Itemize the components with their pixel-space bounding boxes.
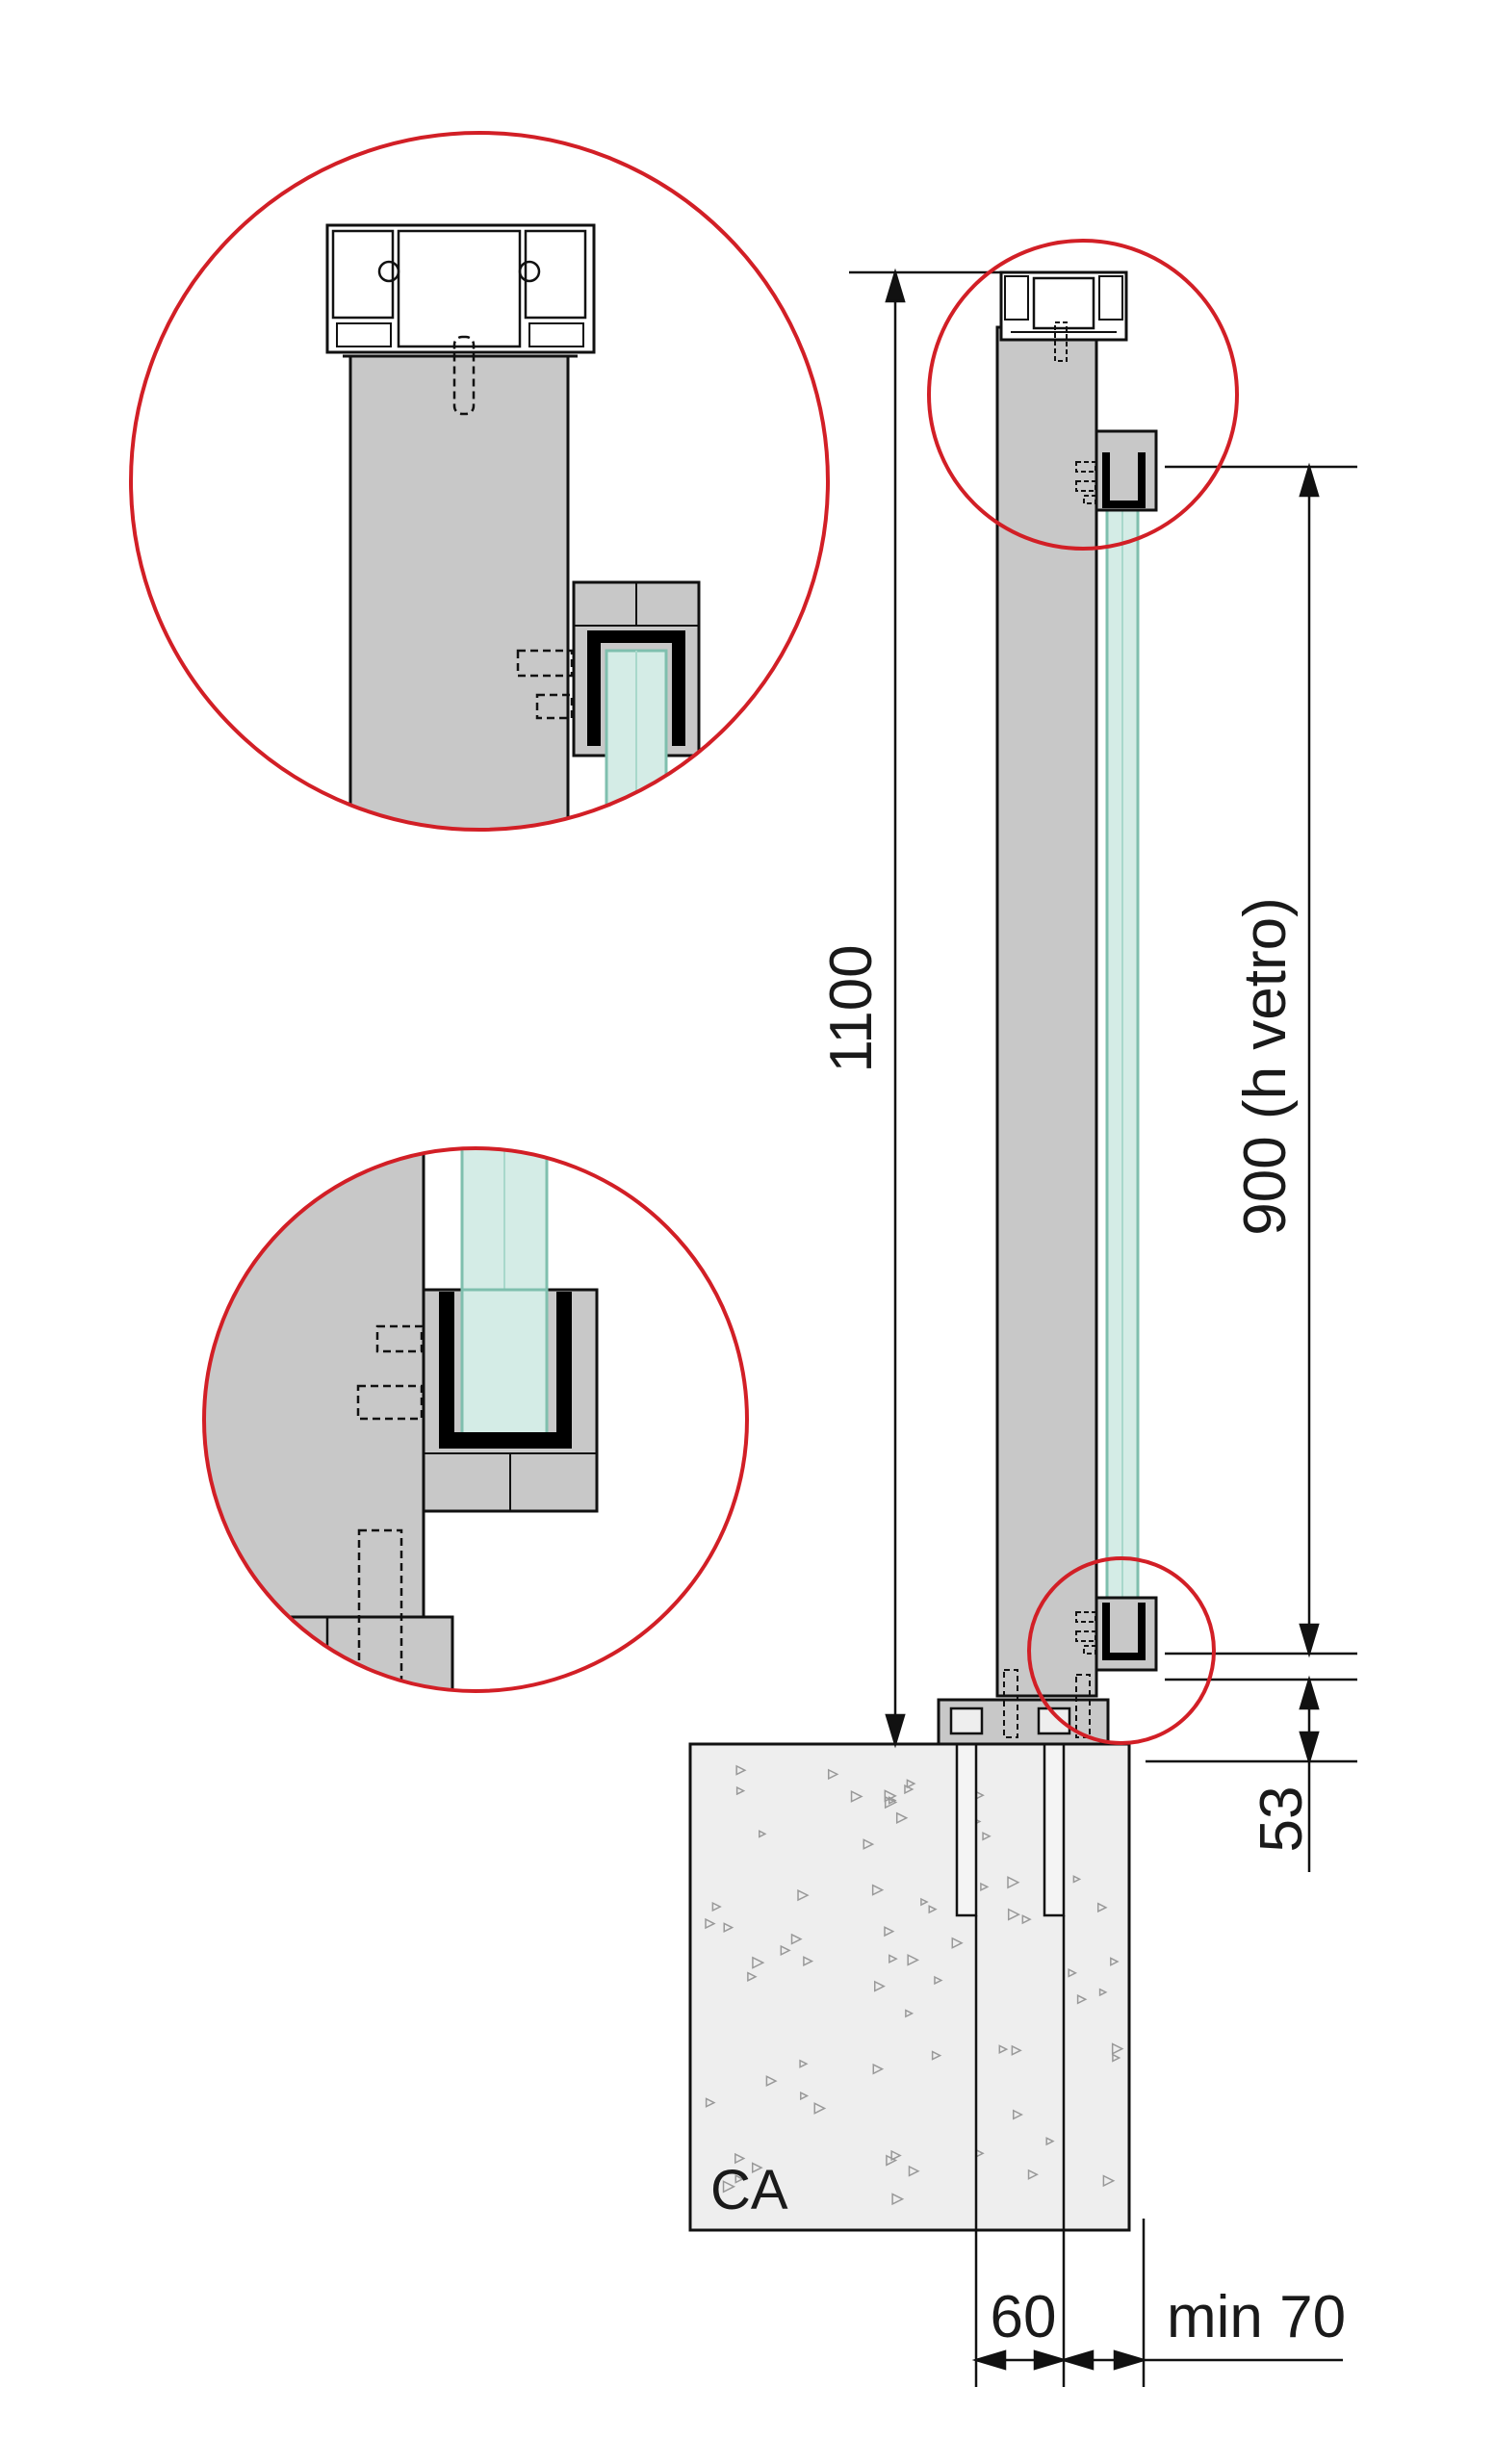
concrete-speckle bbox=[1027, 2169, 1039, 2180]
concrete-speckle bbox=[1007, 1908, 1021, 1921]
concrete-speckle bbox=[889, 1954, 898, 1964]
concrete-speckle bbox=[884, 1789, 897, 1803]
concrete-speckle bbox=[908, 2165, 920, 2177]
concrete-speckle bbox=[905, 2009, 914, 2018]
concrete-speckle bbox=[886, 2154, 898, 2167]
concrete-speckle bbox=[951, 1937, 964, 1949]
detail-marker-bottom bbox=[1027, 1556, 1216, 1745]
dimension-base-offset: 53 bbox=[1249, 1786, 1315, 1853]
concrete-speckle bbox=[884, 1926, 895, 1938]
concrete-speckle bbox=[705, 1917, 716, 1930]
concrete-speckle bbox=[872, 2063, 885, 2075]
concrete-speckle bbox=[1021, 1914, 1032, 1925]
concrete-speckle bbox=[1096, 1902, 1108, 1913]
concrete-speckle bbox=[850, 1790, 863, 1803]
concrete-speckle bbox=[722, 2180, 736, 2194]
concrete-speckle bbox=[998, 2044, 1009, 2054]
concrete-speckle bbox=[1013, 2109, 1023, 2120]
concrete-speckle bbox=[765, 2075, 778, 2088]
concrete-speckle bbox=[1068, 1968, 1078, 1978]
concrete-speckle bbox=[747, 1971, 758, 1982]
dimension-lines bbox=[849, 268, 1357, 2387]
concrete-speckle bbox=[790, 1933, 803, 1945]
concrete-speckle bbox=[928, 1905, 938, 1914]
concrete-speckle bbox=[723, 1922, 734, 1933]
concrete-speckle bbox=[891, 2193, 905, 2206]
concrete-speckle bbox=[1045, 2137, 1055, 2146]
concrete-speckle bbox=[931, 2050, 942, 2061]
lower-glass-clamp bbox=[1075, 1596, 1158, 1672]
dimension-glass-height: 900 (h vetro) bbox=[1232, 897, 1299, 1236]
glass-panel bbox=[1105, 465, 1140, 1633]
concrete-speckle bbox=[980, 1882, 990, 1892]
post bbox=[937, 325, 1110, 1746]
concrete-speckle bbox=[759, 1830, 767, 1838]
concrete-speckle bbox=[920, 1897, 929, 1907]
concrete-speckle bbox=[734, 2152, 746, 2165]
concrete-speckle bbox=[871, 1884, 885, 1896]
concrete-speckle bbox=[780, 1944, 791, 1957]
concrete-label: CA bbox=[710, 2159, 788, 2221]
concrete-speckle bbox=[827, 1768, 839, 1781]
concrete-speckle bbox=[705, 2097, 716, 2108]
concrete-speckle bbox=[735, 1764, 747, 1776]
concrete-speckle bbox=[1111, 2042, 1124, 2055]
anchor-bolts bbox=[955, 1726, 1066, 1917]
concrete-speckle bbox=[873, 1980, 886, 1992]
concrete-speckle bbox=[813, 2102, 827, 2115]
concrete-speckle bbox=[800, 2092, 810, 2101]
concrete-speckle bbox=[982, 1832, 992, 1841]
concrete-speckle bbox=[1098, 1988, 1108, 1997]
concrete-speckle bbox=[906, 1779, 916, 1789]
concrete-speckle bbox=[751, 2162, 763, 2174]
concrete-speckle bbox=[1112, 2053, 1121, 2063]
concrete-speckles bbox=[705, 1764, 1124, 2206]
concrete-speckle bbox=[752, 1956, 765, 1969]
detail-top bbox=[129, 131, 830, 832]
concrete-speckle bbox=[803, 1956, 814, 1967]
concrete-speckle bbox=[797, 1888, 810, 1902]
concrete-speckle bbox=[904, 1784, 914, 1795]
concrete-speckle bbox=[884, 1795, 898, 1810]
concrete-speckle bbox=[895, 1811, 909, 1824]
concrete-speckle bbox=[907, 1954, 920, 1966]
concrete-speckle bbox=[888, 1796, 897, 1805]
top-rail bbox=[999, 270, 1128, 362]
concrete-speckle bbox=[1102, 2174, 1116, 2188]
dimension-total-height: 1100 bbox=[818, 944, 885, 1072]
upper-glass-clamp bbox=[1075, 429, 1158, 512]
concrete-speckle bbox=[1007, 1876, 1020, 1889]
concrete-speckle bbox=[734, 2174, 745, 2184]
concrete-speckle bbox=[711, 1901, 722, 1912]
concrete-speckle bbox=[934, 1975, 943, 1986]
concrete-speckle bbox=[1011, 2044, 1022, 2056]
dimension-post-depth: 60 bbox=[991, 2284, 1057, 2350]
concrete-speckle bbox=[1072, 1875, 1082, 1884]
concrete-speckle bbox=[890, 2149, 902, 2162]
concrete-speckle bbox=[1076, 1994, 1088, 2005]
dimension-edge-min: min 70 bbox=[1167, 2284, 1346, 2350]
concrete-speckle bbox=[1110, 1957, 1120, 1966]
concrete-speckle bbox=[799, 2059, 809, 2068]
detail-marker-top bbox=[927, 239, 1239, 551]
concrete-speckle bbox=[863, 1838, 875, 1850]
concrete-speckle bbox=[735, 1785, 746, 1796]
